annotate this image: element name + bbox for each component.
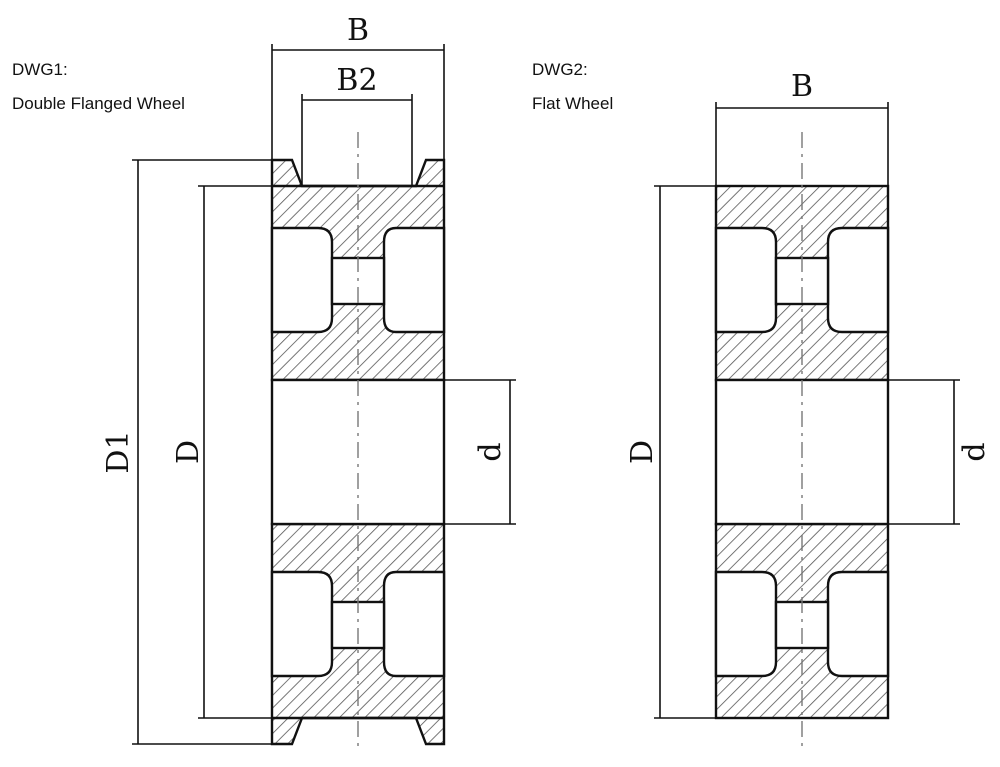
dwg1-lower-left-pocket [270,570,334,678]
dwg1-dim-B: B [347,13,369,48]
dwg2-title: Flat Wheel [532,94,614,113]
dwg2-upper-left-pocket [714,226,778,334]
dwg2-upper-right-pocket [826,226,890,334]
dwg1-dim-B2: B2 [336,63,377,98]
dwg1-title: Double Flanged Wheel [12,94,185,113]
dwg2-label: DWG2: [532,60,588,79]
dwg2-dim-d: d [957,442,992,461]
dwg2-dim-D: D [625,440,660,464]
dwg1-dim-D: D [171,440,206,464]
dwg1-dim-d: d [473,442,508,461]
dwg2-dim-B: B [791,69,813,104]
dwg2-lower-left-pocket [714,570,778,678]
dwg1-lower-right-pocket [382,570,446,678]
dwg2-lower-right-pocket [826,570,890,678]
dwg1-dim-D1: D1 [101,430,136,473]
dwg1-label: DWG1: [12,60,68,79]
dwg1-drawing: B B2 D1 D d [101,13,516,752]
dwg1-upper-left-pocket [270,226,334,334]
dwg2-drawing: B D d [625,69,992,752]
dwg1-upper-right-pocket [382,226,446,334]
